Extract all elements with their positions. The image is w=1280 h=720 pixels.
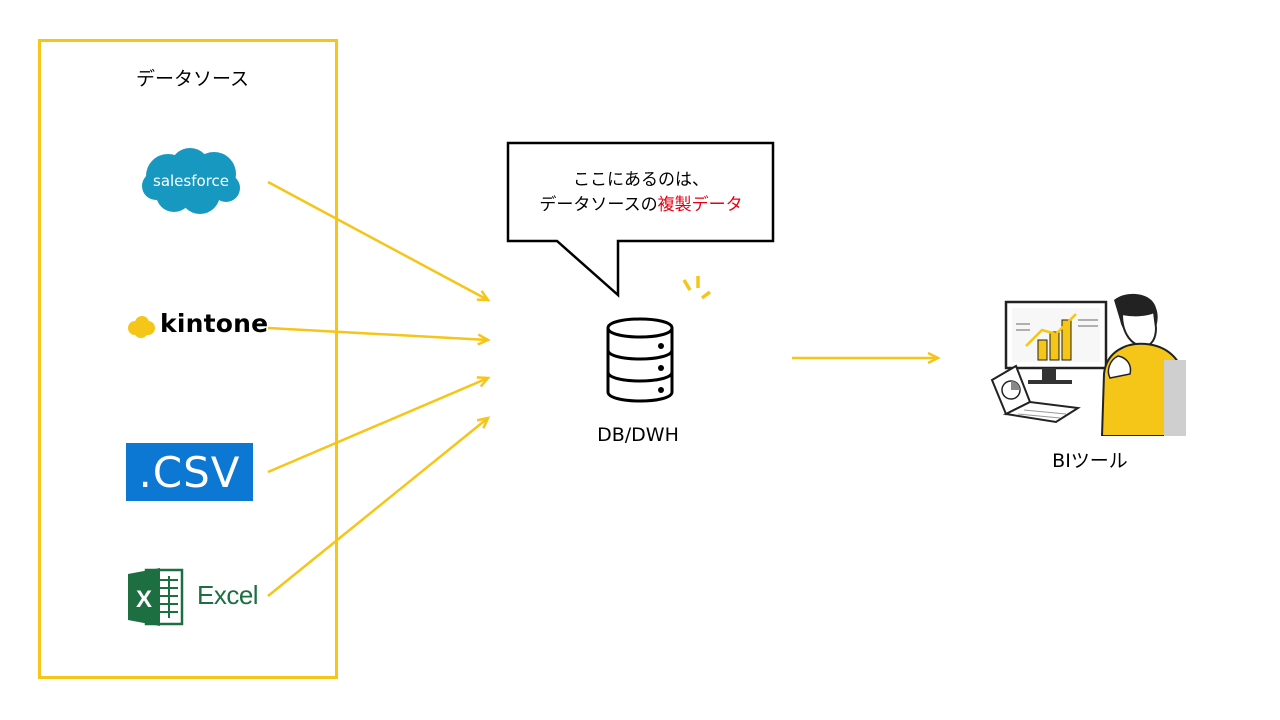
excel-icon-letter: X: [136, 586, 152, 613]
bi-tool-illustration: [990, 293, 1186, 436]
data-source-panel: [38, 39, 338, 679]
person-icon: [1100, 293, 1186, 436]
database-icon: [606, 317, 674, 403]
excel-icon: X: [128, 568, 184, 626]
chart-graphic-icon: [1016, 313, 1098, 361]
callout-highlight: 複製データ: [657, 195, 743, 215]
callout-line-2-prefix: データソースの: [539, 195, 658, 215]
excel-wordmark: Excel: [197, 580, 259, 610]
data-source-title: データソース: [136, 68, 250, 90]
salesforce-logo: salesforce: [142, 148, 240, 214]
callout-text: ここにあるのは、 データソースの複製データ: [512, 168, 770, 218]
laptop-icon: [990, 364, 1081, 424]
salesforce-wordmark: salesforce: [153, 172, 229, 190]
bi-tool-label: BIツール: [1052, 450, 1128, 472]
kintone-wordmark: kintone: [160, 309, 269, 338]
kintone-cloud-icon: [128, 316, 155, 338]
callout-line-2: データソースの複製データ: [512, 193, 770, 218]
sparkle-icon: [682, 276, 712, 300]
callout-line-1: ここにあるのは、: [573, 170, 709, 190]
db-dwh-label: DB/DWH: [597, 424, 679, 446]
speech-bubble: [506, 141, 775, 298]
csv-logo: .CSV: [126, 443, 253, 501]
